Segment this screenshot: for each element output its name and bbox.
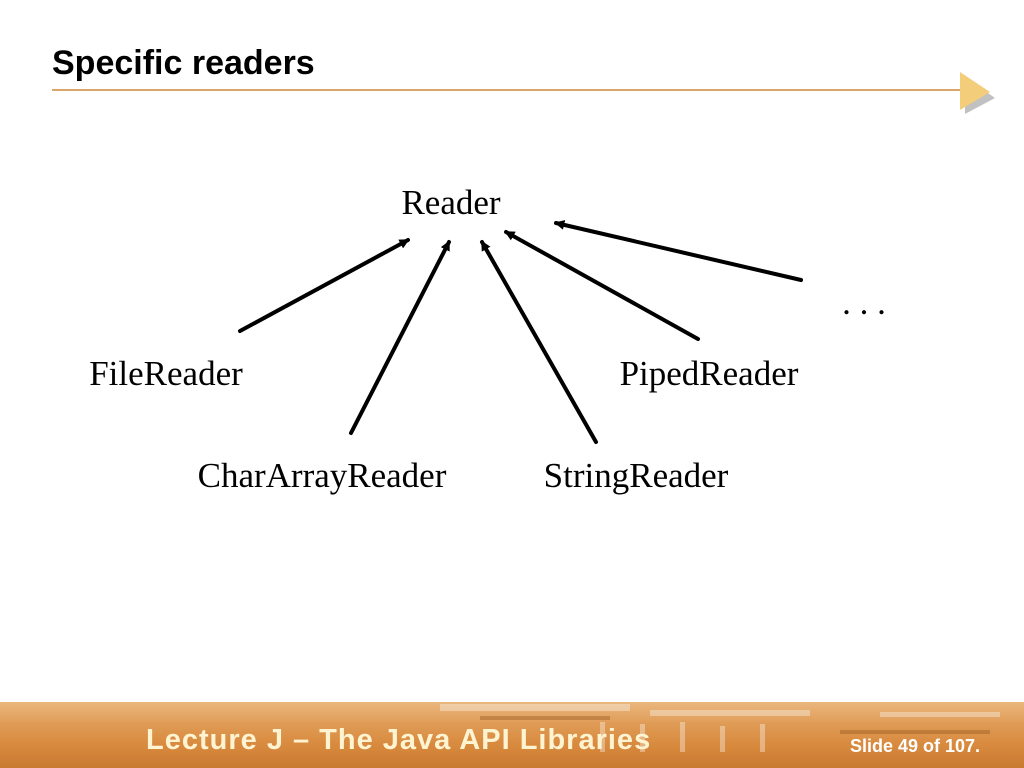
footer-title: Lecture J – The Java API Libraries xyxy=(146,724,652,756)
footer-bar: Lecture J – The Java API Libraries Slide… xyxy=(0,702,1024,768)
node-chararrayreader: CharArrayReader xyxy=(198,456,447,495)
footer-texture xyxy=(440,704,1000,752)
node-reader: Reader xyxy=(401,183,500,222)
slide-number: Slide 49 of 107. xyxy=(850,736,981,756)
arrow-filereader-to-reader xyxy=(238,238,410,333)
node-filereader: FileReader xyxy=(89,354,243,393)
node-pipedreader: PipedReader xyxy=(620,354,799,393)
node-ellipsis: . . . xyxy=(842,283,886,322)
arrow-chararrayreader-to-reader xyxy=(349,240,451,435)
title-divider xyxy=(52,89,962,91)
node-stringreader: StringReader xyxy=(544,456,729,495)
slide-title: Specific readers xyxy=(52,44,315,82)
arrow-others-to-reader xyxy=(554,220,803,282)
play-arrow-icon[interactable] xyxy=(958,70,996,114)
arrow-pipedreader-to-reader xyxy=(504,230,700,341)
arrow-stringreader-to-reader xyxy=(480,240,598,444)
